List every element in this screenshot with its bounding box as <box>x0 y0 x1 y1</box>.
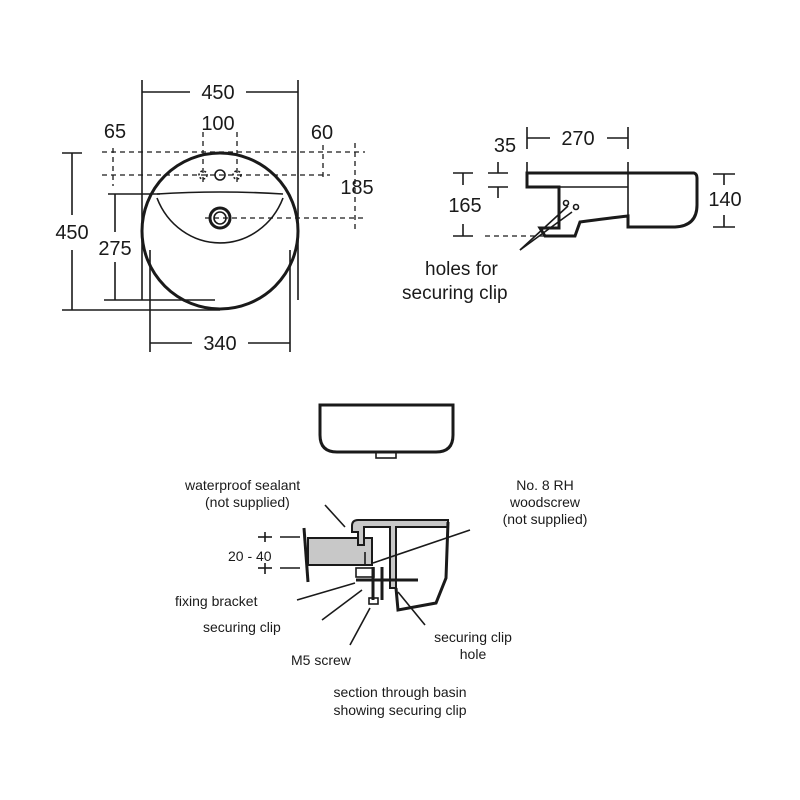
dim-total-height: 165 <box>448 195 481 217</box>
fixing-bracket-label: fixing bracket <box>175 593 258 609</box>
dim-rim-thickness: 35 <box>494 135 516 157</box>
m5-screw-label: M5 screw <box>291 652 352 668</box>
basin-rim-section <box>351 519 449 589</box>
dim-overall-depth: 450 <box>55 222 88 244</box>
sealant-label-line1: waterproof sealant <box>184 477 300 493</box>
dim-tap-spacing: 100 <box>201 113 234 135</box>
dim-projection: 270 <box>561 128 594 150</box>
sealant-label-line2: (not supplied) <box>205 494 290 510</box>
basin-side-profile <box>525 171 699 238</box>
basin-outline <box>140 151 300 311</box>
worktop <box>307 537 373 566</box>
woodscrew-label-line1: No. 8 RH <box>516 477 574 493</box>
side-view: 270 35 165 140 holes for securing clip <box>402 127 742 304</box>
dim-right-offset: 60 <box>311 122 333 144</box>
worktop-thickness: 20 - 40 <box>228 548 272 564</box>
plan-view: 450 100 65 60 185 450 275 340 <box>55 80 374 355</box>
dim-front-height: 140 <box>708 189 741 211</box>
woodscrew-label-line3: (not supplied) <box>503 511 588 527</box>
dim-left-offset: 65 <box>104 121 126 143</box>
clip-hole-label-line2: hole <box>460 646 487 662</box>
dim-bowl-depth: 275 <box>98 238 131 260</box>
clip-hole-label-line1: securing clip <box>434 629 512 645</box>
section-detail <box>258 504 471 646</box>
holes-note-line1: holes for <box>425 259 499 280</box>
dim-overall-width: 450 <box>201 82 234 104</box>
dim-tap-to-waste: 185 <box>340 177 373 199</box>
woodscrew-label-line2: woodscrew <box>509 494 581 510</box>
dim-bowl-width: 340 <box>203 333 236 355</box>
section-caption-line2: showing securing clip <box>333 702 466 718</box>
securing-clip-label: securing clip <box>203 619 281 635</box>
basin-front-elevation <box>318 403 455 454</box>
holes-note-line2: securing clip <box>402 283 508 304</box>
section-caption-line1: section through basin <box>333 684 466 700</box>
